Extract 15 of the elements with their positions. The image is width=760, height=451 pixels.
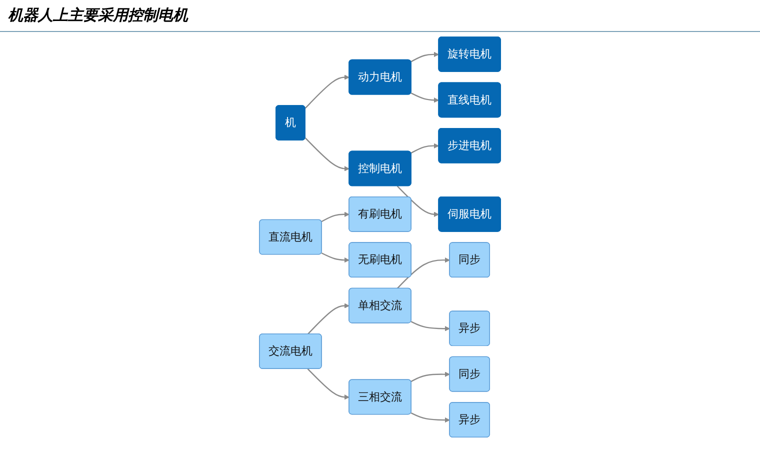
diagram-title: 机器人上主要采用控制电机 — [7, 5, 190, 26]
arrow — [321, 252, 350, 263]
arrow — [321, 212, 350, 222]
arrow — [410, 52, 440, 62]
arrow — [304, 138, 350, 172]
arrow — [410, 92, 440, 103]
arrow — [307, 368, 350, 400]
arrow — [396, 257, 450, 289]
arrow — [396, 186, 440, 218]
arrow — [410, 372, 450, 382]
arrow — [304, 74, 350, 109]
arrow — [410, 412, 450, 423]
arrow — [307, 303, 350, 335]
arrow — [410, 320, 450, 332]
arrow — [410, 143, 440, 154]
